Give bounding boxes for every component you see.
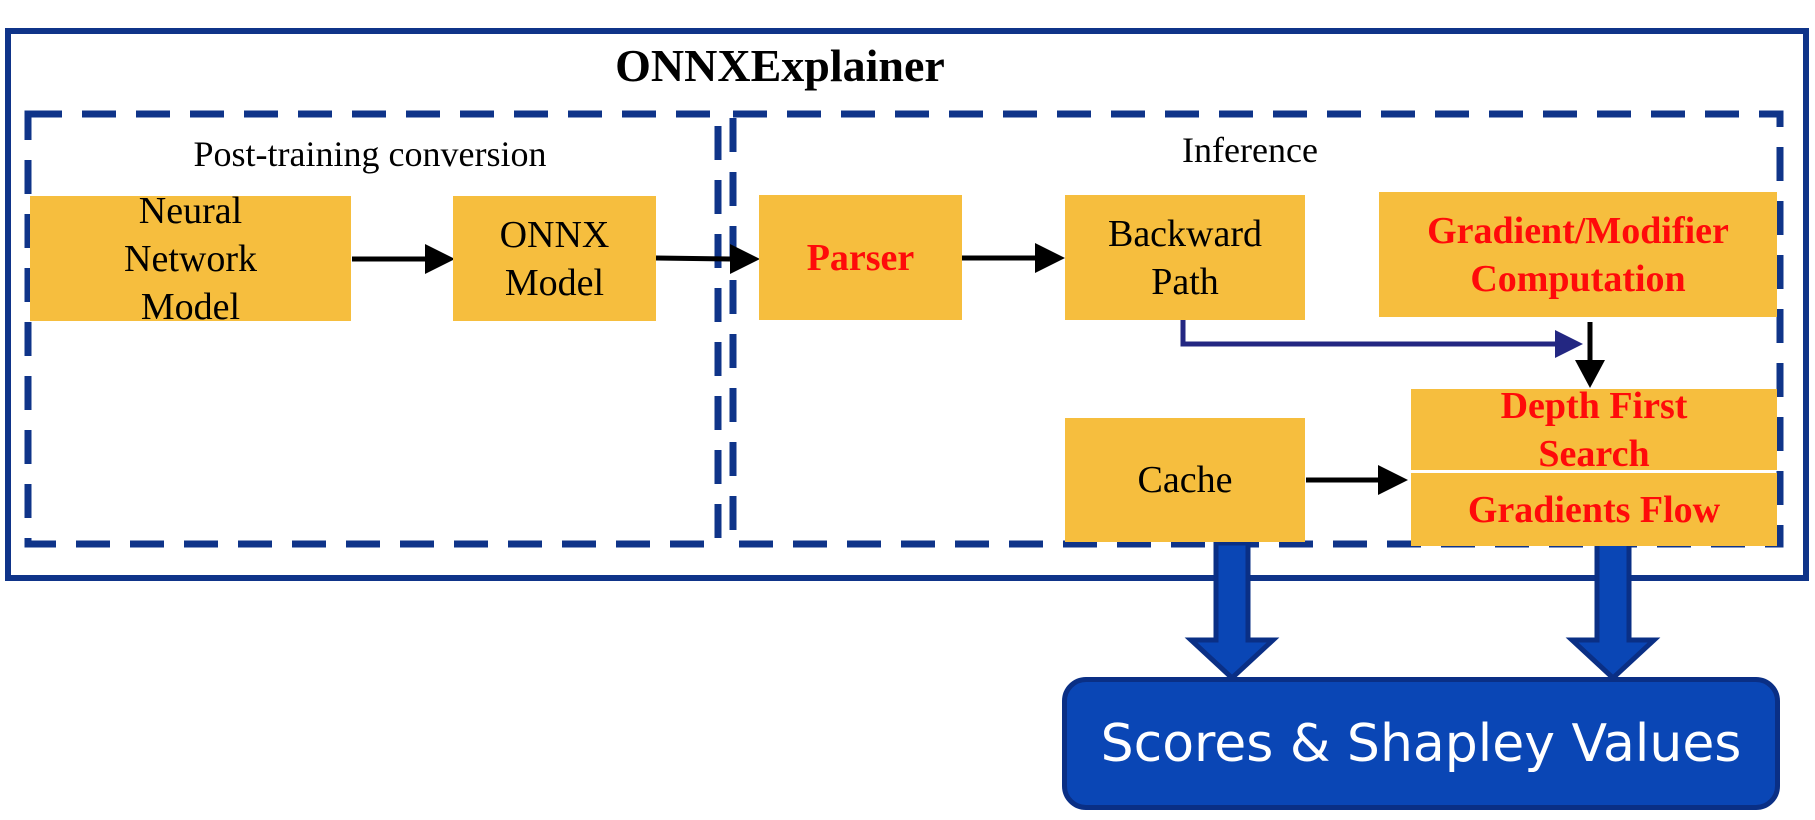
onnx-model-label: ONNX Model [499,213,610,304]
arrow-onnx-to-parser [655,244,760,274]
arrow-parser-to-backward [962,243,1065,273]
arrow-gradient-to-dfs [1575,322,1605,388]
parser-box: Parser [759,195,962,320]
big-arrow-cache-to-output [1184,540,1280,682]
post-training-frame [24,110,722,548]
onnx-model-box: ONNX Model [453,196,656,321]
gradients-flow-label: Gradients Flow [1467,488,1721,531]
backward-path-label: Backward Path [1107,212,1263,303]
cache-box: Cache [1065,418,1305,542]
depth-first-search-box: Depth First Search [1411,385,1777,475]
post-training-label: Post-training conversion [193,134,547,174]
arrow-nn-to-onnx [352,244,455,274]
gradients-flow-box: Gradients Flow [1411,473,1777,546]
scores-shapley-output: Scores & Shapley Values [1062,677,1780,810]
gradient-modifier-box: Gradient/Modifier Computation [1379,192,1777,317]
big-arrow-flow-to-output [1565,540,1661,682]
parser-label: Parser [806,236,915,279]
arrow-backward-to-dfs [1180,320,1583,358]
arrow-cache-to-flow [1306,465,1408,495]
depth-first-search-label: Depth First Search [1500,384,1688,475]
scores-shapley-label: Scores & Shapley Values [1100,713,1742,774]
gradient-modifier-label: Gradient/Modifier Computation [1427,209,1729,300]
onnxexplainer-frame [5,28,1809,581]
cache-label: Cache [1137,459,1233,501]
neural-network-model-label: Neural Network Model [124,189,257,328]
diagram-title: ONNXExplainer [615,40,945,91]
backward-path-box: Backward Path [1065,195,1305,320]
inference-label: Inference [1182,130,1318,170]
neural-network-model-box: Neural Network Model [30,190,351,328]
inference-frame [729,110,1784,548]
